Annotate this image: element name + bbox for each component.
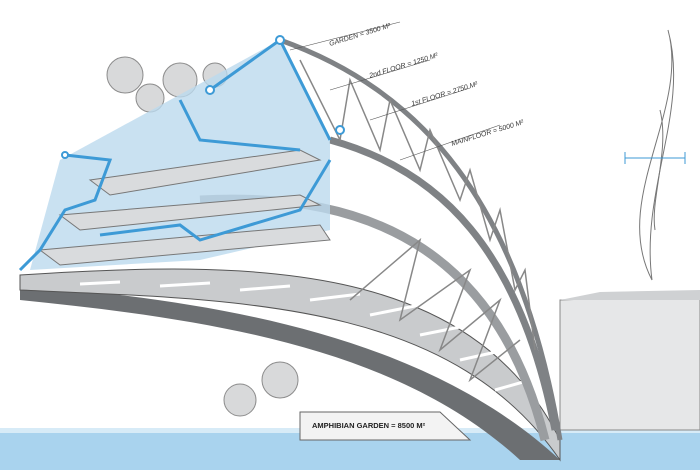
bridge-plan [624, 29, 686, 281]
label-amphibian-garden: AMPHIBIAN GARDEN = 8500 M² [312, 421, 426, 430]
label-main-floor: MAINFLOOR = 5000 M² [451, 119, 526, 148]
landing-top [560, 290, 700, 300]
trees [106, 56, 299, 417]
leader-lines [289, 21, 501, 161]
amphibian-garden-platform [299, 411, 472, 441]
label-first-floor: 1st FLOOR = 2750 M² [411, 81, 480, 108]
label-second-floor: 2nd FLOOR = 1250 M² [368, 52, 440, 80]
landing-block [559, 294, 700, 431]
bridge-deck [19, 268, 561, 462]
building [18, 35, 345, 272]
label-garden: GARDEN = 3500 M² [329, 22, 393, 47]
